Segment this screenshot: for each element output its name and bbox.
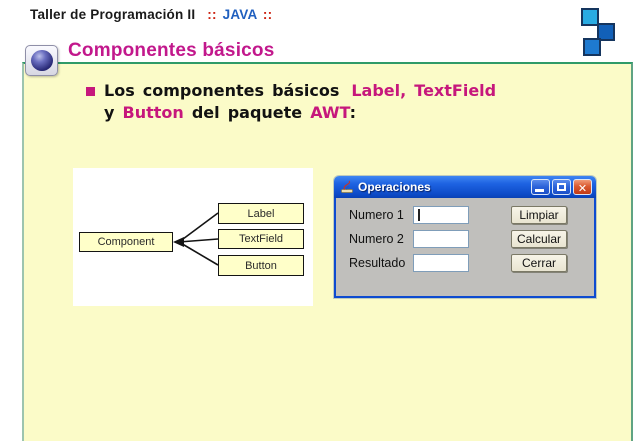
bullet-square-icon	[86, 87, 95, 96]
resultado-label: Resultado	[349, 256, 406, 270]
title-sphere-icon	[25, 45, 58, 76]
accent-label-textfield: Label, TextField	[351, 81, 497, 100]
calcular-button[interactable]: Calcular	[511, 230, 567, 248]
minimize-button[interactable]	[531, 179, 550, 195]
separator-left: ::	[207, 7, 217, 22]
resultado-input[interactable]	[413, 254, 469, 272]
bullet-text-2: y	[104, 103, 123, 122]
limpiar-button[interactable]: Limpiar	[511, 206, 567, 224]
bullet-text-3: del paquete	[183, 103, 311, 122]
form-row-numero1: Numero 1 Limpiar	[349, 206, 581, 224]
diagram-box-component: Component	[79, 232, 173, 252]
minimize-icon	[535, 189, 544, 192]
page-title: Componentes básicos	[68, 40, 275, 61]
diagram-box-button: Button	[218, 255, 304, 276]
sphere-glyph	[30, 50, 53, 71]
close-button[interactable]: ✕	[573, 179, 592, 195]
course-title: Taller de Programación II	[30, 7, 196, 22]
bullet-text-4: :	[349, 103, 356, 122]
window-title: Operaciones	[358, 180, 431, 194]
numero2-input[interactable]	[413, 230, 469, 248]
corner-logo	[568, 0, 638, 62]
diagram-arrows	[173, 212, 219, 266]
accent-button: Button	[122, 103, 184, 122]
numero2-field-wrap	[413, 230, 469, 248]
resultado-field-wrap	[413, 254, 469, 272]
diagram-box-textfield: TextField	[218, 229, 304, 249]
numero1-label: Numero 1	[349, 208, 404, 222]
numero2-label: Numero 2	[349, 232, 404, 246]
logo-square-medium-blue	[583, 38, 601, 56]
operaciones-window: Operaciones ✕ Numero 1 Limpiar Numero 2	[334, 176, 596, 298]
window-titlebar[interactable]: Operaciones ✕	[334, 176, 596, 198]
form-row-numero2: Numero 2 Calcular	[349, 230, 581, 248]
text-caret	[418, 209, 420, 221]
window-controls: ✕	[531, 179, 592, 195]
separator-right: ::	[262, 7, 273, 22]
logo-square-cyan	[581, 8, 599, 26]
accent-awt: AWT	[310, 103, 350, 122]
diagram-box-label: Label	[218, 203, 304, 224]
form-row-resultado: Resultado Cerrar	[349, 254, 581, 272]
numero1-input[interactable]	[413, 206, 469, 224]
maximize-icon	[557, 183, 566, 191]
logo-square-dark-blue	[597, 23, 615, 41]
language-label: JAVA	[222, 7, 257, 22]
window-body: Numero 1 Limpiar Numero 2 Calcular Resul…	[334, 198, 596, 298]
class-diagram-image: Component Label TextField Button	[73, 168, 313, 306]
close-icon: ✕	[577, 182, 588, 195]
numero1-field-wrap	[413, 206, 469, 224]
arrowhead-icon	[173, 237, 184, 247]
header: Taller de Programación II :: JAVA ::	[30, 7, 274, 22]
java-icon	[341, 180, 353, 193]
bullet-text-1: Los componentes básicos	[104, 81, 340, 100]
maximize-button[interactable]	[552, 179, 571, 195]
cerrar-button[interactable]: Cerrar	[511, 254, 567, 272]
